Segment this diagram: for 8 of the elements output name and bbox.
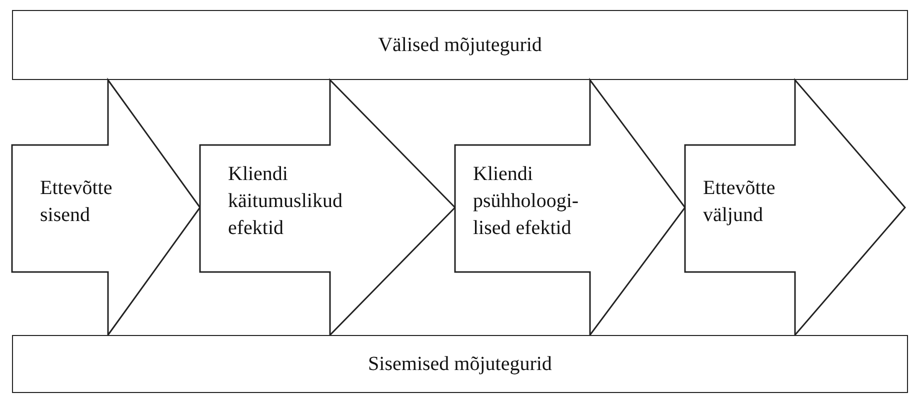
band xyxy=(12,10,908,80)
node-label: Ettevõtte väljund xyxy=(703,176,776,228)
band-label: Välised mõjutegurid xyxy=(378,32,542,58)
band-label: Sisemised mõjutegurid xyxy=(368,352,552,376)
node-label: Ettevõtte sisend xyxy=(40,176,114,228)
node-label: Kliendi psühholoogi- lised efektid xyxy=(473,162,580,241)
node-label: Kliendi käitumuslikud efektid xyxy=(228,162,344,241)
band xyxy=(12,335,908,393)
